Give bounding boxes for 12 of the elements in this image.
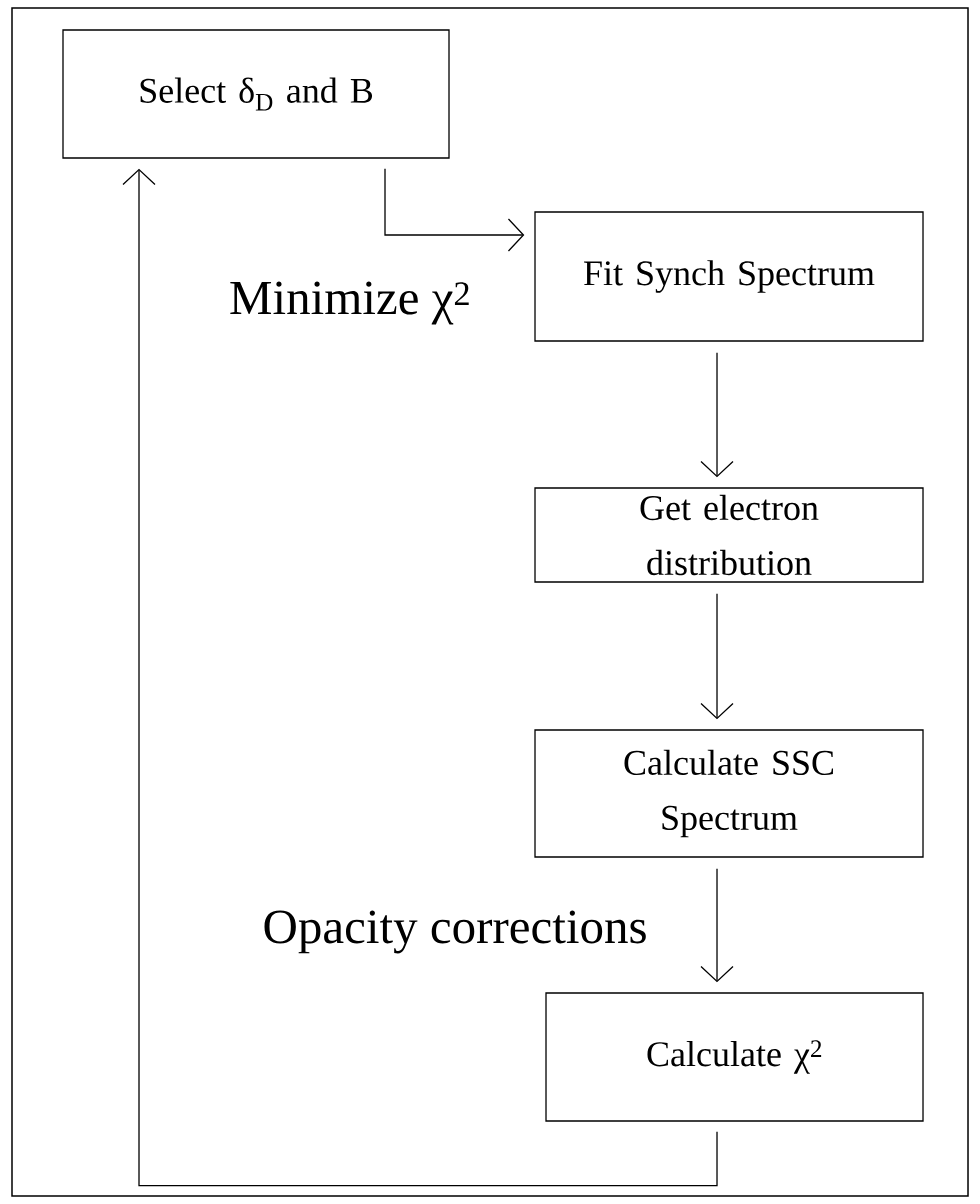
arrow — [700, 593, 734, 720]
process-box: Get electron distribution — [534, 487, 924, 583]
arrow — [122, 168, 718, 1187]
annotation: Minimize χ$^{2}$ — [230, 281, 469, 325]
process-box: Calculate SSC Spectrum — [534, 729, 924, 858]
process-box: Calculate χ$^{2}$ — [545, 992, 924, 1122]
process-box: Fit Synch Spectrum — [534, 211, 924, 342]
process-box: Select δ$_{D}$ and B — [62, 29, 450, 159]
annotation: Opacity corrections — [264, 910, 646, 954]
arrow — [700, 352, 734, 478]
arrow — [700, 868, 734, 983]
arrow — [384, 168, 525, 252]
